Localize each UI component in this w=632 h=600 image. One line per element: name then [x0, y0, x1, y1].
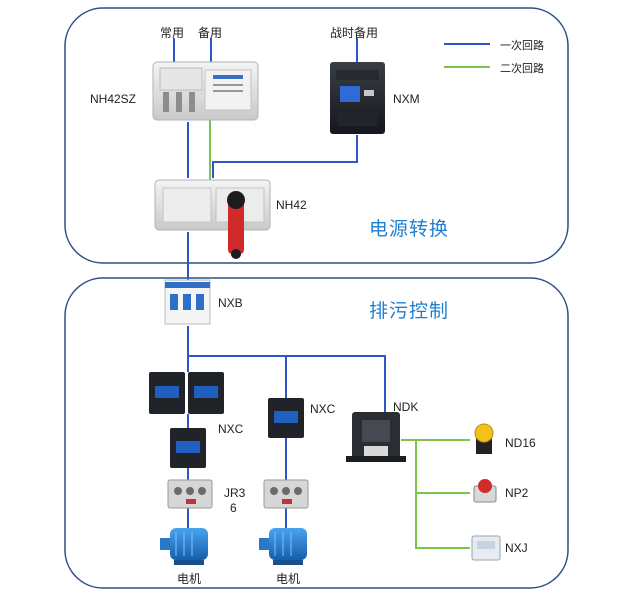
nxc-contactor-left-a	[149, 372, 185, 414]
jr36-thermal-relay-left	[167, 479, 213, 509]
np2-push-button	[473, 479, 497, 503]
jr36-thermal-relay-mid	[263, 479, 309, 509]
primary-circuit-wiring	[173, 38, 386, 528]
section-title-drain: 排污控制	[369, 301, 450, 322]
legend-secondary-label: 二次回路	[500, 63, 544, 75]
nxc-contactor-left-c	[170, 428, 206, 468]
label-nh42: NH42	[276, 198, 307, 212]
motor-right	[259, 528, 307, 565]
nh42sz-transfer-switch	[152, 61, 259, 121]
label-common: 常用	[160, 26, 185, 40]
label-wartime-backup: 战时备用	[330, 26, 379, 40]
label-motor-left: 电机	[177, 572, 202, 586]
label-nh42sz: NH42SZ	[90, 92, 137, 106]
legend-primary-label: 一次回路	[500, 40, 544, 52]
label-motor-right: 电机	[276, 572, 301, 586]
motor-left	[160, 528, 208, 565]
nxm-circuit-breaker	[330, 62, 385, 134]
nxc-contactor-left-b	[188, 372, 224, 414]
ndk-control-transformer	[346, 412, 406, 462]
label-backup: 备用	[198, 26, 223, 40]
power-switch-panel	[64, 7, 569, 264]
label-nxj: NXJ	[505, 541, 528, 555]
nd16-indicator-light	[474, 423, 494, 454]
label-np2: NP2	[505, 486, 529, 500]
label-jr36-line1: JR3	[224, 486, 246, 500]
label-nxb: NXB	[218, 296, 243, 310]
label-jr36-line2: 6	[230, 501, 237, 515]
label-nxc-mid: NXC	[310, 402, 336, 416]
nxb-miniature-breaker	[164, 279, 211, 325]
nxc-contactor-mid	[268, 398, 304, 438]
section-title-power: 电源转换	[369, 219, 450, 240]
label-nxc-left: NXC	[218, 422, 244, 436]
drainage-control-panel	[64, 277, 569, 589]
label-nxm: NXM	[393, 92, 420, 106]
nxj-intermediate-relay	[471, 535, 501, 561]
label-nd16: ND16	[505, 436, 536, 450]
nh42-isolating-switch	[154, 179, 271, 259]
label-ndk: NDK	[393, 400, 419, 414]
